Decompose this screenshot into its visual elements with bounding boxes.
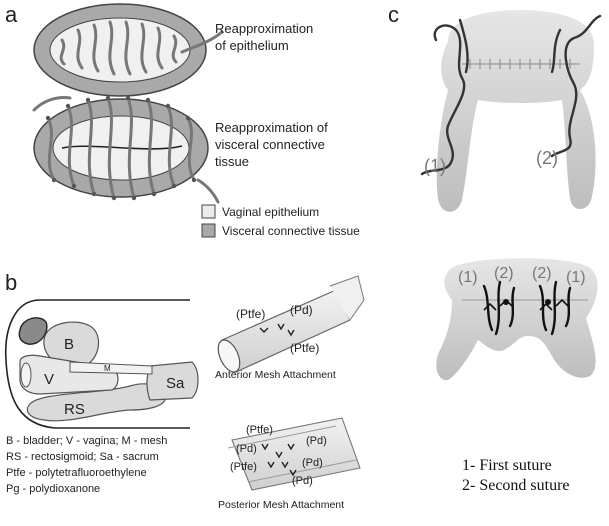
posterior-pd-1: (Pd)	[236, 443, 257, 455]
panel-a-letter: a	[5, 2, 18, 27]
epithelium-ellipse	[33, 3, 224, 97]
legend-label-epithelium: Vaginal epithelium	[222, 205, 319, 219]
posterior-attachment	[227, 417, 361, 491]
key-line-3: Ptfe - polytetrafluoroethylene	[6, 467, 147, 479]
knot-left	[503, 299, 509, 305]
vaginal-opening	[20, 362, 32, 388]
rectosigmoid-label: RS	[64, 401, 85, 418]
anterior-stitches	[259, 323, 295, 337]
pubic-bone	[18, 317, 48, 345]
key-line-1: B - bladder; V - vagina; M - mesh	[6, 435, 167, 447]
posterior-stitches	[261, 443, 297, 477]
anterior-caption: Anterior Mesh Attachment	[215, 369, 336, 381]
panel-b: b B RS Sa V M B - bladder; V - vagina; M…	[4, 270, 365, 511]
bottom-label-1a: (1)	[458, 269, 478, 286]
knot-right	[545, 299, 551, 305]
epithelium-sutures	[59, 20, 224, 76]
legend-label-connective: Visceral connective tissue	[222, 224, 360, 238]
anterior-attachment	[217, 275, 365, 373]
legend-swatch-epithelium	[201, 204, 216, 219]
panel-c: c (1) (2)	[388, 2, 602, 494]
vagina-label: V	[44, 371, 54, 388]
cuff-bottom	[436, 258, 598, 381]
panel-b-letter: b	[5, 270, 17, 295]
connective-ellipse	[32, 95, 220, 204]
key-line-4: Pg - polydioxanone	[6, 483, 100, 495]
key-line-2: RS - rectosigmoid; Sa - sacrum	[6, 451, 159, 463]
posterior-ptfe-1: (Ptfe)	[246, 424, 273, 436]
posterior-ptfe-2: (Ptfe)	[230, 461, 257, 473]
panel-c-letter: c	[388, 2, 399, 27]
cuff-top	[420, 10, 602, 212]
connective-sutures	[32, 96, 220, 204]
anterior-pd: (Pd)	[290, 303, 313, 317]
suture-legend-1: 1- First suture	[462, 457, 552, 474]
bottom-label-1b: (1)	[566, 269, 586, 286]
legend-swatch-connective	[201, 223, 216, 238]
posterior-pd-4: (Pd)	[292, 475, 313, 487]
suture-knots	[45, 95, 197, 201]
top-label-1: (1)	[424, 156, 446, 176]
posterior-pd-2: (Pd)	[306, 435, 327, 447]
pelvis-outline	[4, 299, 190, 429]
suture-legend-2: 2- Second suture	[462, 477, 570, 494]
sacrum	[146, 361, 199, 401]
cuff-top-incision-ticks	[469, 59, 571, 69]
caption-connective-line1: Reapproximation of	[215, 120, 328, 135]
posterior-caption: Posterior Mesh Attachment	[218, 499, 344, 511]
bottom-label-2a: (2)	[494, 265, 514, 282]
bottom-label-2b: (2)	[532, 265, 552, 282]
sacrum-label: Sa	[166, 375, 185, 392]
bladder-label: B	[64, 336, 74, 353]
mesh	[69, 361, 153, 375]
anterior-ptfe-top: (Ptfe)	[236, 307, 265, 321]
posterior-pd-3: (Pd)	[302, 457, 323, 469]
anterior-ptfe-bottom: (Ptfe)	[290, 341, 319, 355]
panel-a: a Reapproximation of epithelium	[5, 2, 360, 238]
caption-epithelium-line1: Reapproximation	[215, 21, 313, 36]
cuff-top-sutures	[420, 14, 602, 176]
vagina	[19, 354, 119, 395]
caption-connective-line2: visceral connective	[215, 137, 325, 152]
caption-connective-line3: tissue	[215, 154, 249, 169]
top-label-2: (2)	[536, 148, 558, 168]
caption-epithelium-line2: of epithelium	[215, 38, 289, 53]
mesh-label: M	[104, 364, 111, 373]
